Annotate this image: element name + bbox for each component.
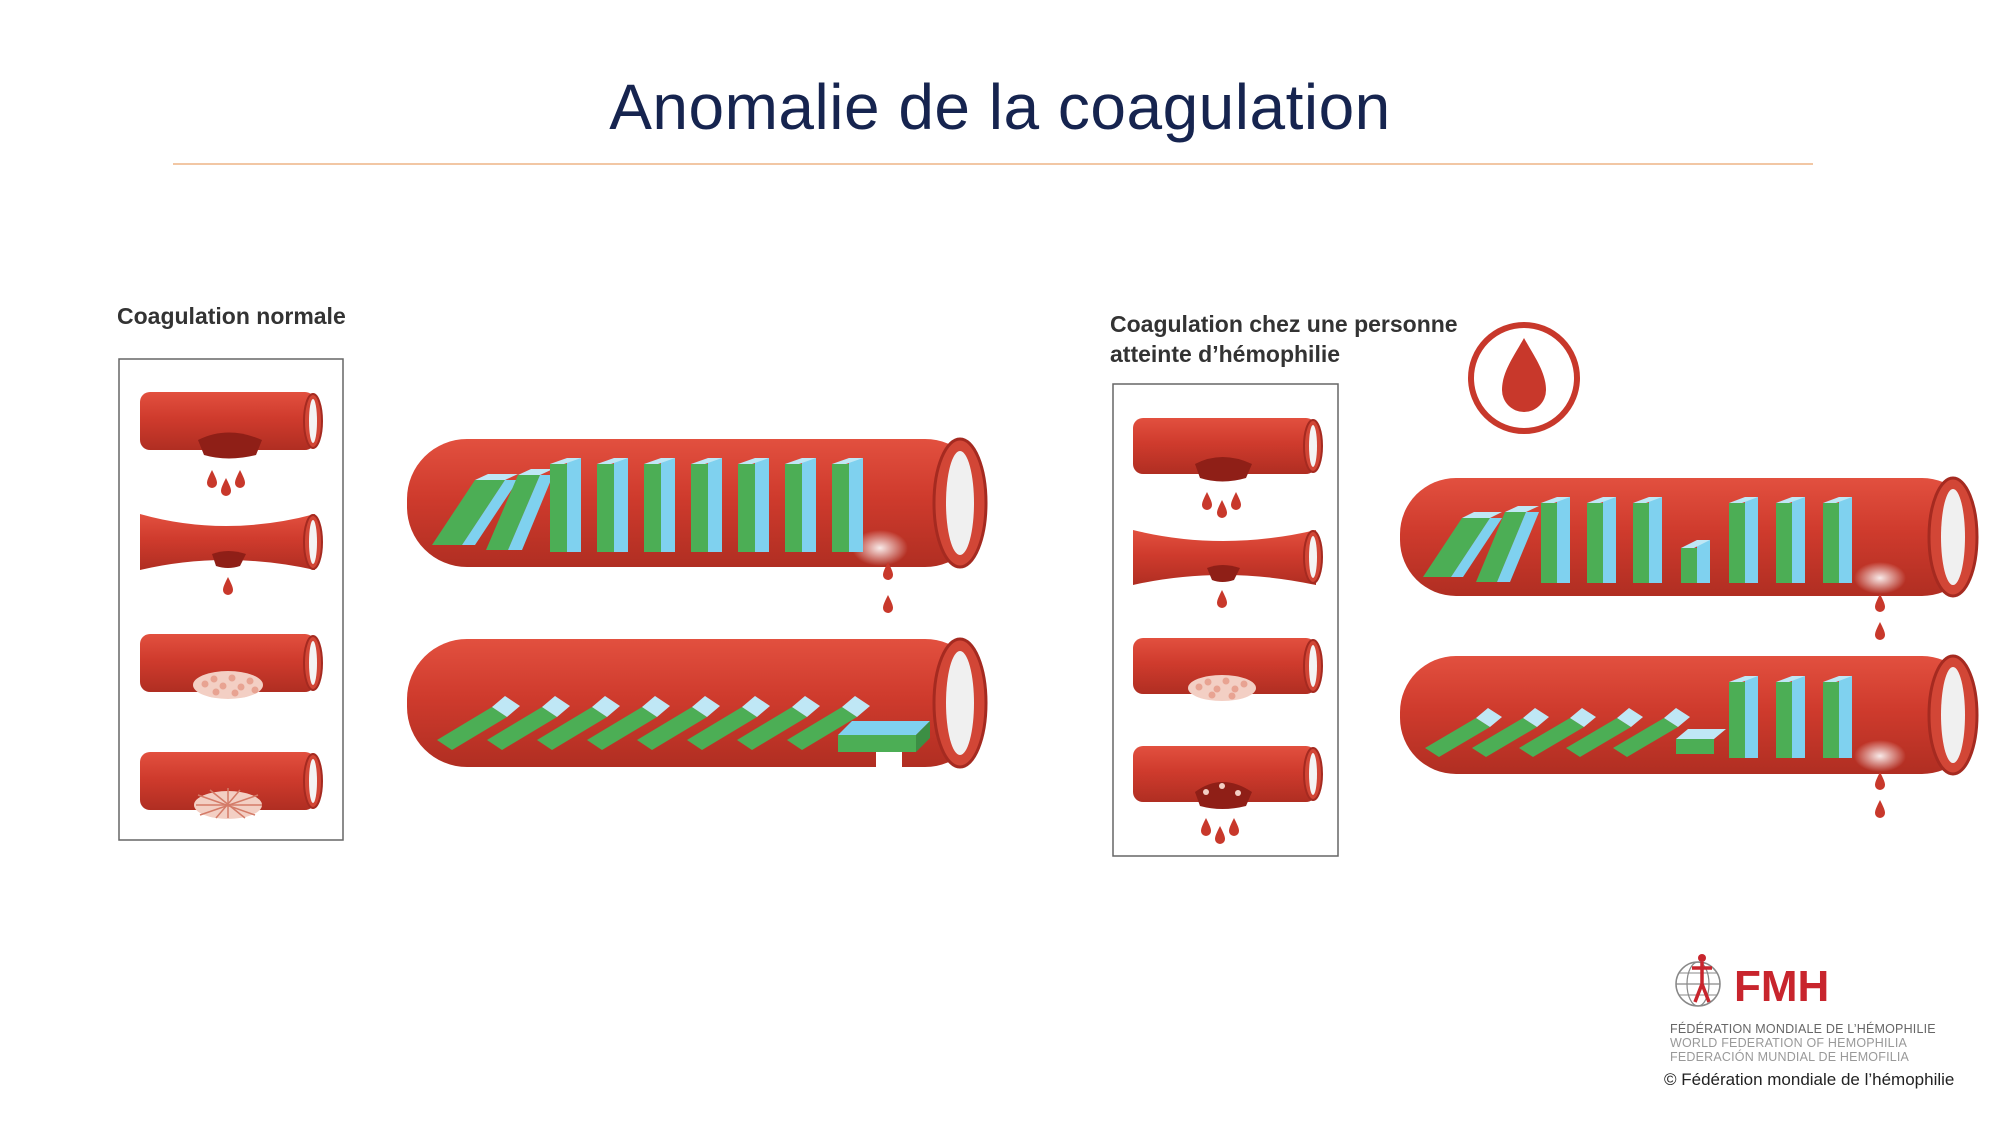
logo-org-en: WORLD FEDERATION OF HEMOPHILIA (1670, 1036, 1908, 1050)
hemophilia-coagulation-label-line2: atteinte d’hémophilie (1110, 341, 1341, 367)
logo-org-es: FEDERACIÓN MUNDIAL DE HEMOFILIA (1670, 1050, 1910, 1064)
normal-coagulation-label: Coagulation normale (117, 303, 346, 329)
injured-vessel-icon (1133, 418, 1323, 518)
copyright-text: © Fédération mondiale de l’hémophilie (1664, 1070, 1955, 1089)
slide-title: Anomalie de la coagulation (609, 71, 1391, 143)
weak-clot-bleeding-icon (1133, 746, 1323, 844)
hemophilia-standing-dominoes (1423, 497, 1852, 583)
platelet-plug-icon (140, 634, 323, 699)
fmh-logo: FMH FÉDÉRATION MONDIALE DE L’HÉMOPHILIE … (1662, 948, 1972, 1078)
normal-fallen-dominoes (437, 696, 930, 752)
logo-acronym: FMH (1734, 962, 1830, 1011)
title-divider (173, 163, 1813, 165)
globe-figure-icon (1675, 954, 1721, 1007)
hemophilia-fallen-dominoes (1425, 676, 1852, 758)
hemophilia-steps-panel (1112, 383, 1339, 857)
constricted-vessel-icon (140, 514, 323, 595)
platelet-plug-icon (1133, 638, 1323, 701)
logo-org-fr: FÉDÉRATION MONDIALE DE L’HÉMOPHILIE (1670, 1022, 1936, 1036)
fibrin-clot-icon (140, 752, 323, 819)
normal-steps-panel (118, 358, 344, 841)
blood-drop-icon (1468, 322, 1580, 434)
injured-vessel-icon (140, 392, 323, 496)
hemophilia-coagulation-label-line1: Coagulation chez une personne (1110, 311, 1458, 337)
constricted-vessel-icon (1133, 530, 1323, 608)
normal-standing-dominoes (432, 458, 863, 552)
